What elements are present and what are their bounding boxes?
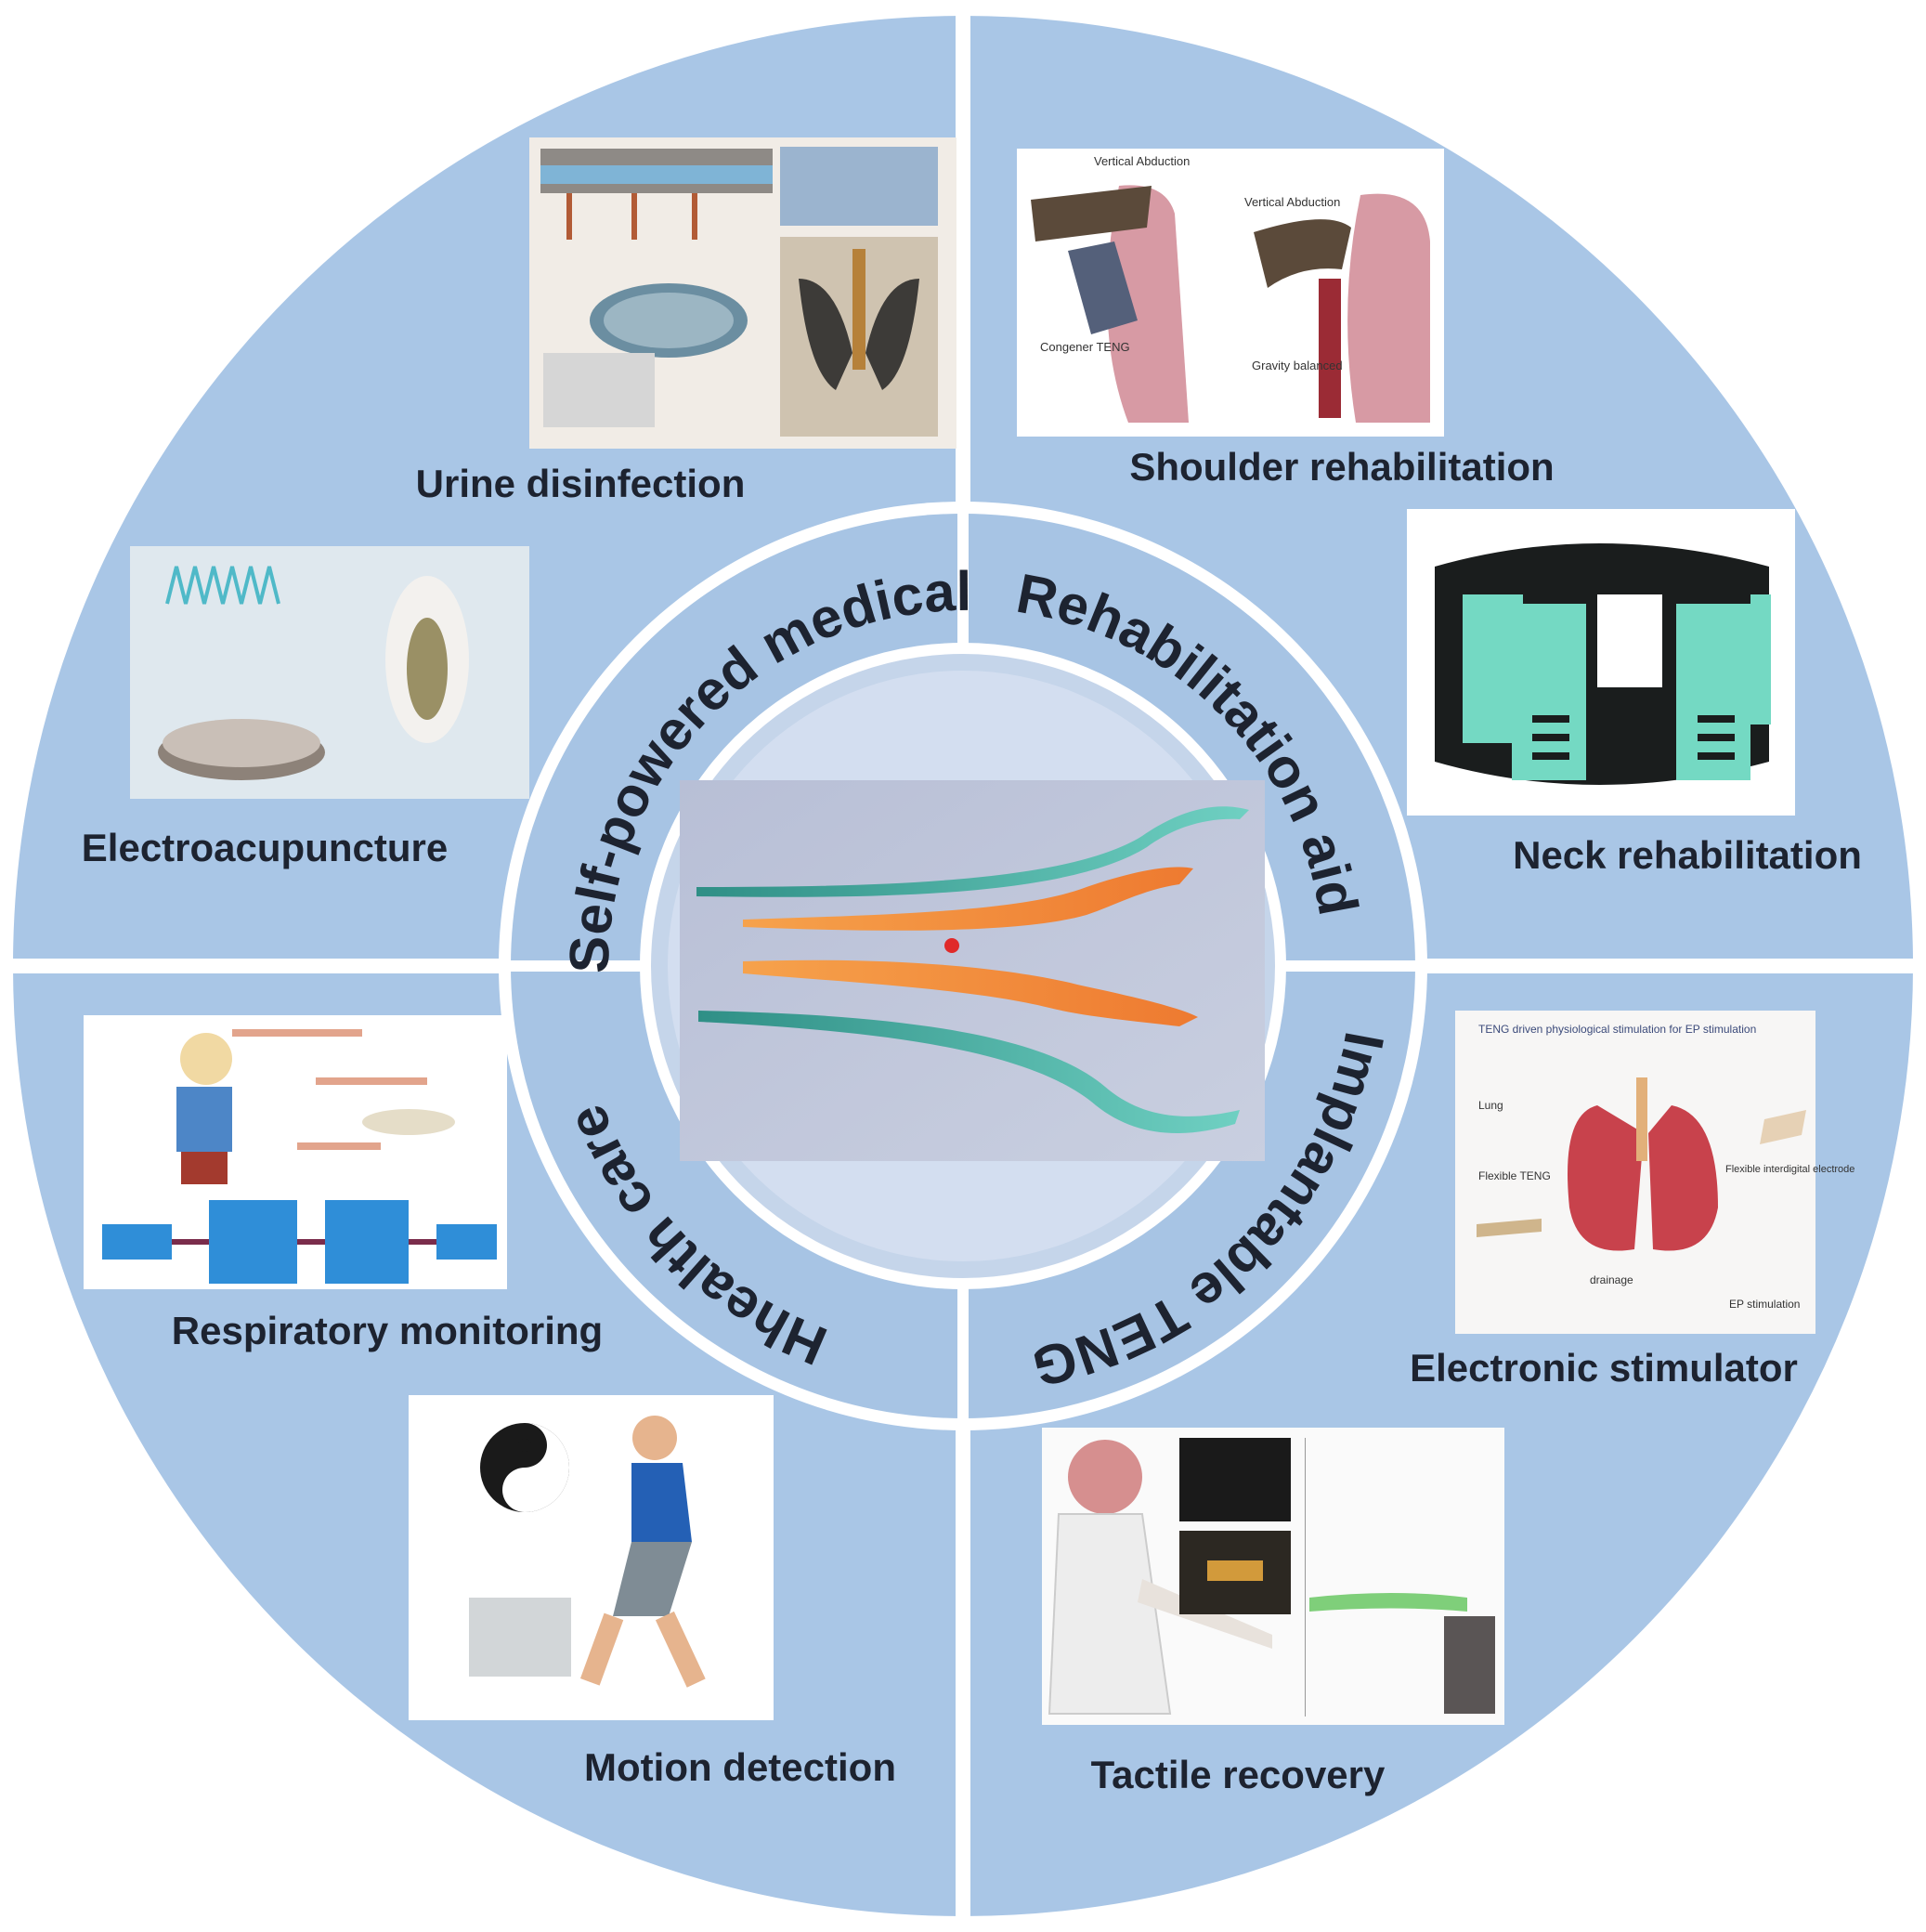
respiratory-monitoring-image bbox=[84, 1015, 507, 1289]
motion-detection-image bbox=[409, 1395, 774, 1720]
bottom-triboelectric-layer bbox=[743, 959, 1198, 1026]
stimulator-text-title: TENG driven physiological stimulation fo… bbox=[1478, 1023, 1756, 1036]
contact-point-dot bbox=[944, 938, 959, 953]
label-respiratory-monitoring: Respiratory monitoring bbox=[172, 1309, 603, 1352]
bottom-electrode-layer bbox=[698, 1011, 1240, 1134]
shoulder-text-gravity-balanced: Gravity balanced bbox=[1252, 359, 1343, 372]
electronic-stimulator-image: TENG driven physiological stimulation fo… bbox=[1455, 1011, 1854, 1334]
top-triboelectric-layer bbox=[743, 867, 1193, 931]
label-shoulder-rehabilitation: Shoulder rehabilitation bbox=[1129, 445, 1554, 489]
label-electroacupuncture: Electroacupuncture bbox=[82, 826, 448, 869]
shoulder-text-vertical-abduction-2: Vertical Abduction bbox=[1244, 195, 1340, 209]
electroacupuncture-image bbox=[130, 546, 529, 799]
tactile-recovery-image bbox=[1042, 1428, 1504, 1725]
teng-structure-image bbox=[680, 780, 1265, 1161]
stimulator-text-flexible-teng: Flexible TENG bbox=[1478, 1169, 1551, 1182]
outer-circle-border bbox=[9, 12, 1917, 1920]
neck-rehabilitation-image bbox=[1407, 509, 1795, 816]
stimulator-text-lung: Lung bbox=[1478, 1099, 1503, 1112]
top-electrode-layer bbox=[696, 806, 1249, 897]
shoulder-rehabilitation-image: Vertical Abduction Vertical Abduction Co… bbox=[1017, 149, 1444, 437]
stimulator-text-drainage: drainage bbox=[1590, 1273, 1633, 1286]
label-neck-rehabilitation: Neck rehabilitation bbox=[1513, 833, 1862, 877]
label-urine-disinfection: Urine disinfection bbox=[416, 462, 746, 505]
shoulder-text-vertical-abduction-1: Vertical Abduction bbox=[1094, 154, 1190, 168]
stimulator-text-ep: EP stimulation bbox=[1729, 1298, 1800, 1311]
stimulator-text-interdigital: Flexible interdigital electrode bbox=[1725, 1164, 1854, 1175]
shoulder-text-congener-teng: Congener TENG bbox=[1040, 340, 1130, 354]
label-tactile-recovery: Tactile recovery bbox=[1091, 1753, 1386, 1796]
label-electronic-stimulator: Electronic stimulator bbox=[1410, 1346, 1798, 1390]
label-motion-detection: Motion detection bbox=[584, 1745, 896, 1789]
urine-disinfection-image bbox=[529, 137, 956, 449]
